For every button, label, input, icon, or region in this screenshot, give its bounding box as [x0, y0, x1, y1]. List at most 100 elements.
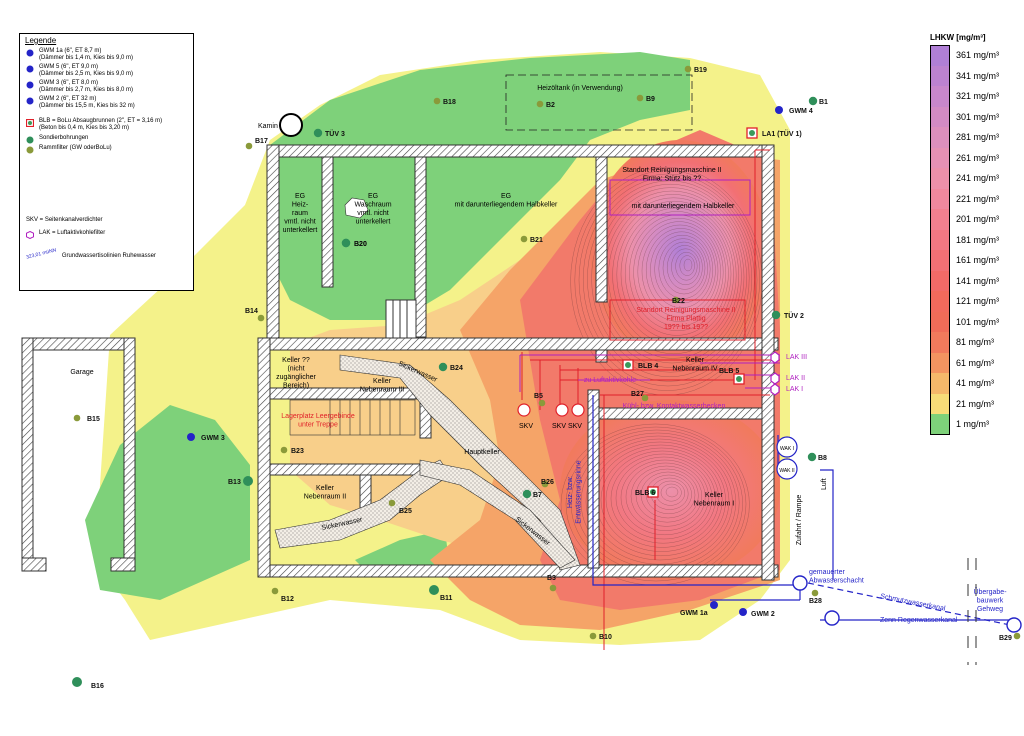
kuehlbecken-label: Kühl- bzw. Kontaktwasserbecken [623, 403, 726, 410]
scale-label: 41 mg/m³ [956, 378, 995, 389]
isoline [645, 474, 692, 514]
wall-south [257, 564, 779, 578]
seepage-path-3 [419, 459, 576, 569]
schmutzwasserkanal-label: Schmutzwasserkanal [880, 593, 947, 613]
garage-foot-r [110, 557, 136, 572]
point-b28: B28 [809, 589, 822, 605]
point-label: BLB 4 [638, 363, 658, 370]
point-b24: B24 [438, 362, 463, 372]
garage-right [123, 337, 136, 572]
garage-foot-l [21, 557, 47, 572]
point-la1: LA1 (TÜV 1) [746, 127, 802, 139]
kamin-chimney [279, 113, 303, 137]
point-b5: B5 [534, 393, 546, 407]
ramm-marker [1013, 632, 1021, 640]
wak-1-label: WAK I [780, 446, 794, 452]
scale-label: 281 mg/m³ [956, 132, 1000, 143]
point-label: B1 [819, 99, 828, 106]
lak-1-label: LAK I [786, 386, 803, 393]
point-label: B10 [599, 634, 612, 641]
point-b23: B23 [280, 446, 304, 455]
ramm-marker [811, 589, 819, 597]
legend-sondier: Sondierbohrungen [26, 135, 88, 144]
scale-row: 121 mg/m³ [930, 291, 1020, 312]
isoline [665, 486, 679, 498]
point-blb6: BLB 6 [635, 486, 659, 498]
wak-2 [776, 458, 798, 480]
garage-top [21, 337, 136, 351]
ramm-marker [538, 399, 546, 407]
isoline [585, 438, 733, 565]
point-label: B26 [541, 479, 554, 486]
scale-label: 61 mg/m³ [956, 357, 995, 368]
point-label: B29 [999, 635, 1012, 642]
lak-2-label: LAK II [786, 375, 805, 382]
point-b2: B2 [536, 100, 555, 109]
point-tuv2: TÜV 2 [771, 310, 804, 320]
point-gwm1a: GWM 1a [680, 601, 718, 617]
blue-dot-icon [26, 81, 34, 89]
gwm-marker [710, 601, 718, 609]
point-b7: B7 [522, 489, 542, 499]
lak-symbols [770, 351, 780, 396]
point-label: B19 [694, 67, 707, 74]
scale-row: 101 mg/m³ [930, 311, 1020, 332]
isoline [640, 471, 696, 519]
point-b14: B14 [245, 308, 265, 322]
isoline [654, 235, 711, 304]
garage-left [21, 337, 34, 572]
point-label: B16 [91, 683, 104, 690]
point-blb4: BLB 4 [622, 359, 658, 371]
point-label: B9 [646, 96, 655, 103]
wall-west-upper [266, 144, 280, 346]
skv-symbols [517, 403, 585, 417]
point-label: B28 [809, 598, 822, 605]
blue-dot-icon [26, 49, 34, 57]
ramm-marker [73, 414, 81, 422]
point-label: B22 [672, 298, 685, 305]
room-halbkeller-2: mit darunterliegendem Halbkeller [632, 203, 735, 210]
ramm-marker [672, 296, 680, 304]
ramm-marker [245, 142, 253, 150]
point-label: GWM 3 [201, 435, 225, 442]
stairs-keller [289, 399, 416, 436]
kamin-label: Kamin [258, 123, 278, 130]
isoline [605, 450, 719, 548]
point-b11: B11 [429, 585, 453, 602]
legend-gw: 323,01 müNN Grundwassertisolinien Ruhewa… [25, 247, 156, 261]
room-hauptkeller: Hauptkeller [464, 449, 500, 456]
ramm-marker [549, 584, 557, 592]
scale-label: 101 mg/m³ [956, 316, 1000, 327]
point-b22: B22 [672, 296, 685, 305]
scale-swatch [930, 65, 950, 86]
ramm-marker [536, 100, 544, 108]
skv-label-1: SKV [519, 423, 533, 430]
point-label: B12 [281, 596, 294, 603]
legend-ramm: Rammfilter (GW oderBoLu) [26, 145, 112, 154]
ramm-marker [641, 394, 649, 402]
scale-swatch [930, 352, 950, 373]
scale-label: 81 mg/m³ [956, 337, 995, 348]
legend-blb: BLB = BoLu Absaugbrunnen (2", ET = 3,16 … [26, 118, 162, 132]
rinne-label: Heiz- bzw.Entwässerungsrinne [567, 460, 583, 524]
legend-gwm-1a: GWM 1a (6", ET 8,7 m)(Dämmer bis 1,4 m, … [26, 48, 133, 62]
zone-green-north [270, 52, 690, 320]
point-gwm4: GWM 4 [775, 106, 813, 115]
isoline [591, 184, 750, 373]
scale-row: 361 mg/m³ [930, 45, 1020, 66]
isoline [637, 221, 721, 322]
isoline [671, 248, 700, 285]
point-label: B18 [443, 99, 456, 106]
point-b13: B13 [228, 476, 253, 486]
blue-dot-icon [26, 65, 34, 73]
point-label: B8 [818, 455, 827, 462]
point-b17: B17 [245, 138, 268, 150]
scale-swatch [930, 229, 950, 250]
point-label: B21 [530, 237, 543, 244]
plume-south [560, 400, 780, 580]
scale-swatch [930, 250, 950, 271]
